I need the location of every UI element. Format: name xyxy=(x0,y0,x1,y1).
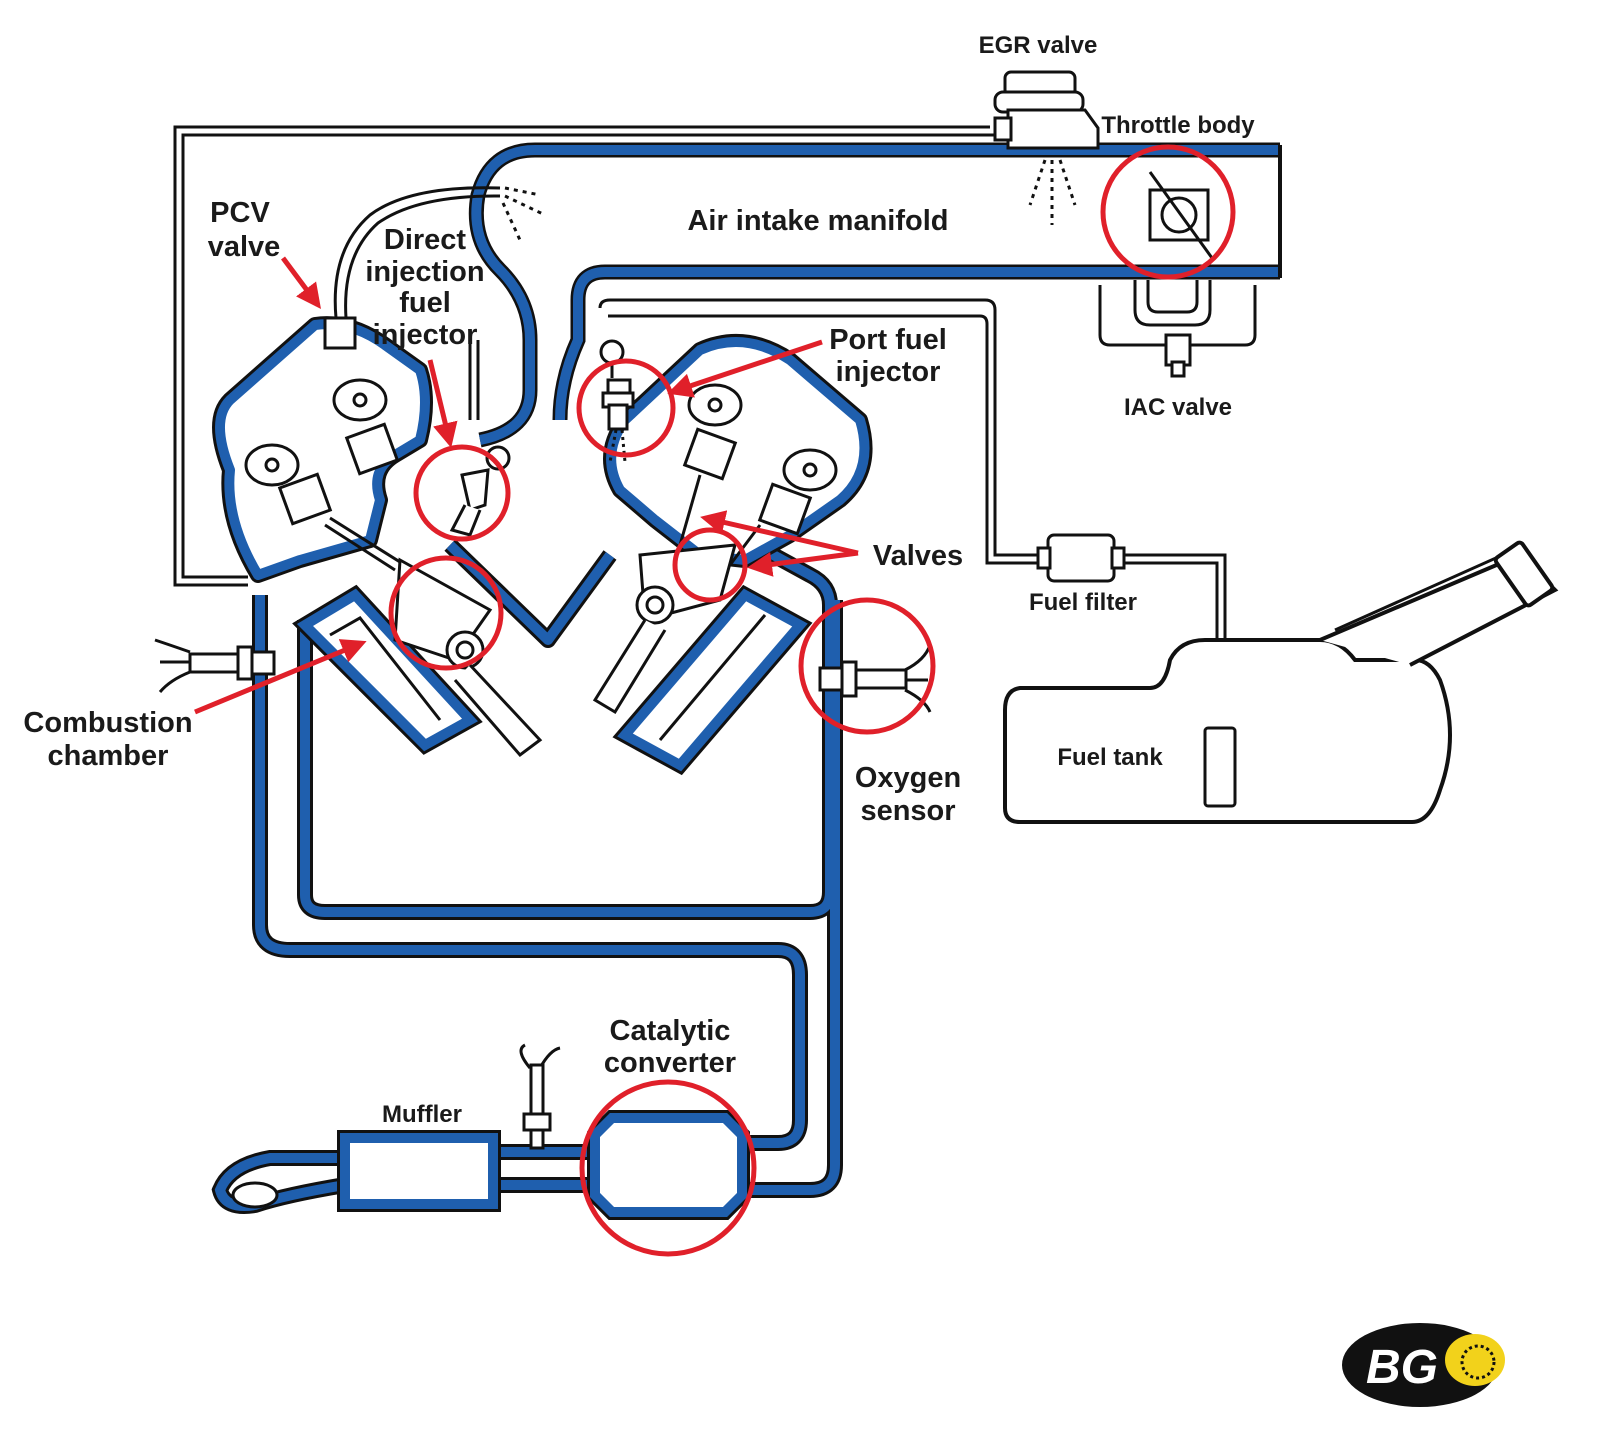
direct-injector-label-line1: Direct xyxy=(384,224,467,256)
bg-logo-text: BG xyxy=(1366,1341,1438,1394)
egr-valve-label: EGR valve xyxy=(979,32,1098,59)
combustion-chamber-label-line1: Combustion xyxy=(23,707,192,739)
pcv-hose xyxy=(333,186,546,319)
exhaust-system xyxy=(211,537,843,1214)
catalytic-converter-label-line2: converter xyxy=(604,1047,736,1079)
engine-left-bank xyxy=(212,316,543,758)
port-fuel-injector-icon xyxy=(599,339,635,463)
pcv-arrow-icon xyxy=(280,256,321,310)
throttle-body-highlight-circle xyxy=(1100,144,1236,280)
valves-arrow-upper-icon xyxy=(700,510,859,556)
port-injector-label-line2: injector xyxy=(836,356,941,388)
oxygen-sensor-label-line1: Oxygen xyxy=(855,762,961,794)
direct-injector-label-line2: injection xyxy=(365,256,484,288)
pcv-label-line2: valve xyxy=(208,231,281,263)
throttle-body xyxy=(1148,171,1214,259)
fuel-system xyxy=(598,298,1559,824)
muffler xyxy=(337,1130,501,1212)
muffler-label: Muffler xyxy=(382,1101,462,1128)
throttle-body-label: Throttle body xyxy=(1101,112,1255,139)
combustion-chamber-label-line2: chamber xyxy=(48,740,169,772)
pcv-label-line1: PCV xyxy=(210,197,270,229)
fuel-filter-label: Fuel filter xyxy=(1029,589,1137,616)
catalytic-converter-label-line1: Catalytic xyxy=(610,1015,731,1047)
oxygen-sensor-icon xyxy=(818,644,932,713)
air-intake-manifold-label: Air intake manifold xyxy=(687,205,948,237)
vacuum-line xyxy=(173,125,995,587)
engine-valley xyxy=(444,539,617,648)
pointer-arrows xyxy=(194,256,859,715)
iac-valve xyxy=(1098,280,1257,378)
port-injector-label-line1: Port fuel xyxy=(829,324,947,356)
egr-valve xyxy=(993,70,1100,225)
oxygen-sensor-label-line2: sensor xyxy=(860,795,955,827)
valves-label: Valves xyxy=(873,540,963,572)
combustion-arrow-icon xyxy=(194,639,367,715)
port-injector-arrow-icon xyxy=(667,339,823,398)
direct-injection-injector-icon xyxy=(449,340,511,537)
direct-injector-label-line4: injector xyxy=(373,319,478,351)
bg-logo-icon: BG xyxy=(1342,1323,1505,1407)
direct-injector-label-line3: fuel xyxy=(399,287,451,319)
catalytic-converter xyxy=(587,1110,750,1220)
fuel-tank-label: Fuel tank xyxy=(1057,744,1163,771)
downstream-oxygen-sensor-icon xyxy=(519,1043,561,1150)
direct-injector-arrow-icon xyxy=(427,359,458,448)
air-intake-manifold xyxy=(468,142,1282,448)
iac-valve-label: IAC valve xyxy=(1124,394,1232,421)
combustion-chamber-highlight-circle xyxy=(388,555,504,671)
oxygen-sensor-highlight-circle xyxy=(798,597,936,735)
left-oxygen-sensor-icon xyxy=(154,638,276,693)
direct-injector-highlight-circle xyxy=(413,444,511,542)
valves-arrow-lower-icon xyxy=(747,550,859,577)
port-injector-highlight-circle xyxy=(576,358,676,458)
catalytic-converter-highlight-circle xyxy=(579,1079,757,1257)
